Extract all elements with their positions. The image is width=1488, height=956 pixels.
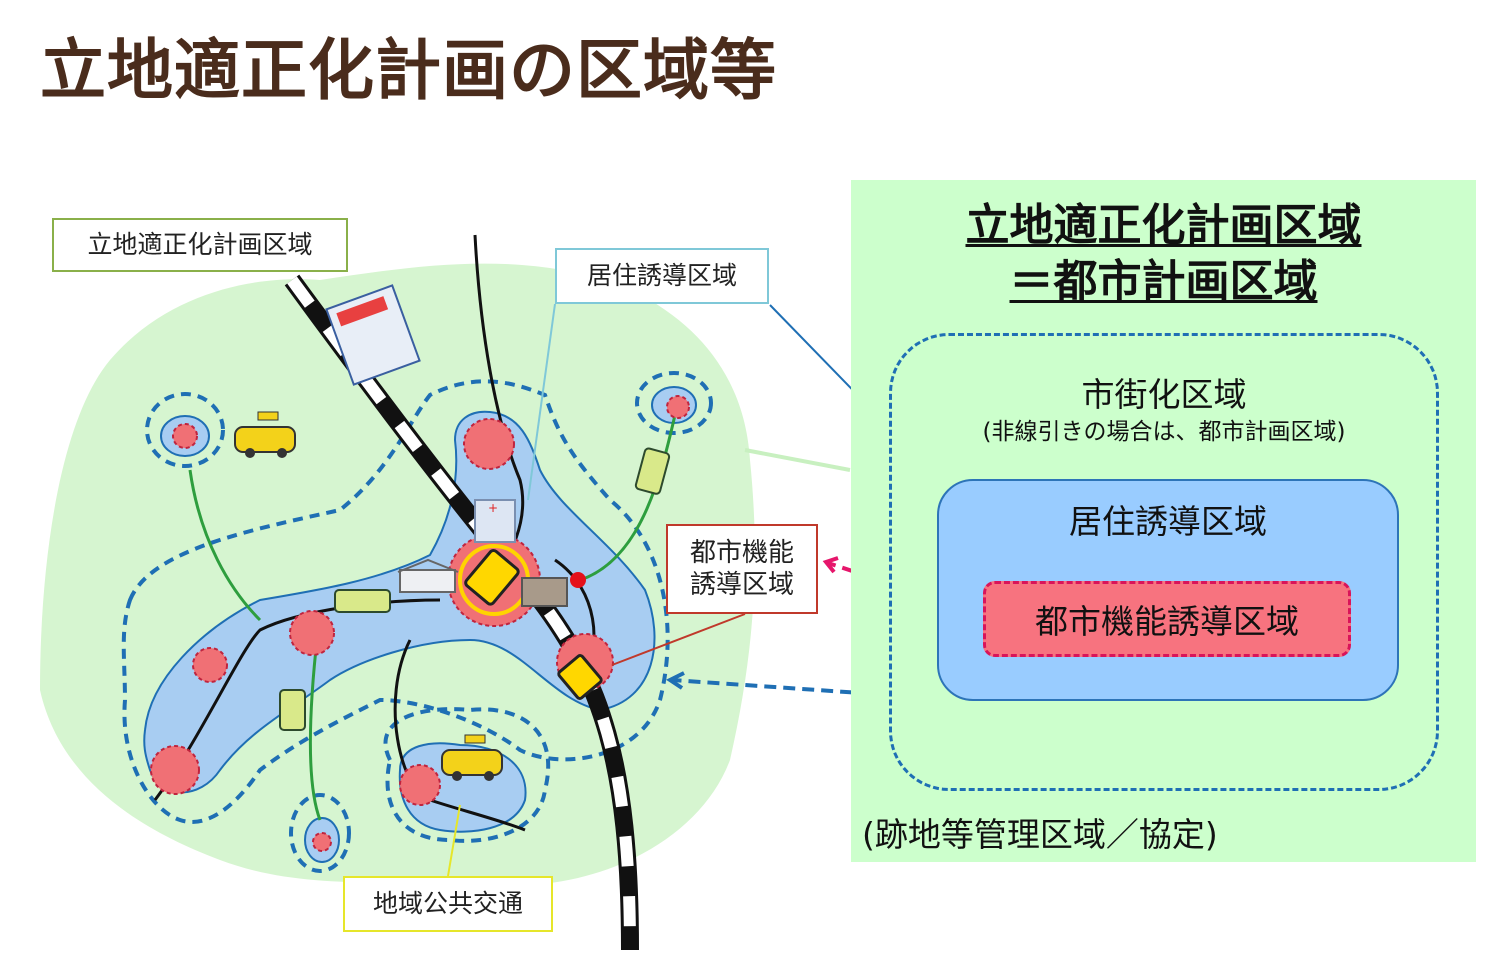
residential-area-label: 居住誘導区域 <box>555 248 769 304</box>
taxi-icon <box>234 411 296 458</box>
train-icon <box>464 548 520 606</box>
station-marker <box>570 572 586 588</box>
truck-icon <box>521 577 568 607</box>
city-function-area-label: 都市機能 誘導区域 <box>666 524 818 614</box>
city-function-label-line1: 都市機能 <box>689 537 794 568</box>
bus-icon <box>279 689 306 731</box>
hospital-icon: + <box>474 499 516 543</box>
city-function-label-line2: 誘導区域 <box>689 570 794 600</box>
urban-area-note: (非線引きの場合は、都市計画区域) <box>982 419 1346 445</box>
bus-icon <box>334 589 391 613</box>
city-function-area-box: 都市機能誘導区域 <box>983 581 1351 657</box>
train-icon <box>557 654 603 700</box>
legend-panel: 立地適正化計画区域 ＝都市計画区域 市街化区域 (非線引きの場合は、都市計画区域… <box>851 180 1476 862</box>
urban-area-label: 市街化区域 <box>1081 375 1247 414</box>
urban-area-box: 市街化区域 (非線引きの場合は、都市計画区域) 居住誘導区域 都市機能誘導区域 <box>889 333 1439 791</box>
station-icon <box>397 558 459 593</box>
vacant-land-management-label: (跡地等管理区域／協定) <box>862 815 1218 854</box>
residential-area-box-label: 居住誘導区域 <box>1069 502 1267 541</box>
panel-title: 立地適正化計画区域 ＝都市計画区域 <box>851 198 1476 311</box>
plan-area-label: 立地適正化計画区域 <box>52 218 348 272</box>
page-title: 立地適正化計画の区域等 <box>40 32 777 109</box>
bus-icon <box>634 447 671 495</box>
residential-area-box: 居住誘導区域 都市機能誘導区域 <box>937 479 1399 701</box>
hospital-icon <box>325 284 421 386</box>
svg-text:+: + <box>488 501 498 515</box>
taxi-icon <box>441 734 503 781</box>
panel-title-line2: ＝都市計画区域 <box>1009 256 1318 308</box>
public-transport-label: 地域公共交通 <box>343 876 553 932</box>
panel-title-line1: 立地適正化計画区域 <box>965 200 1362 251</box>
